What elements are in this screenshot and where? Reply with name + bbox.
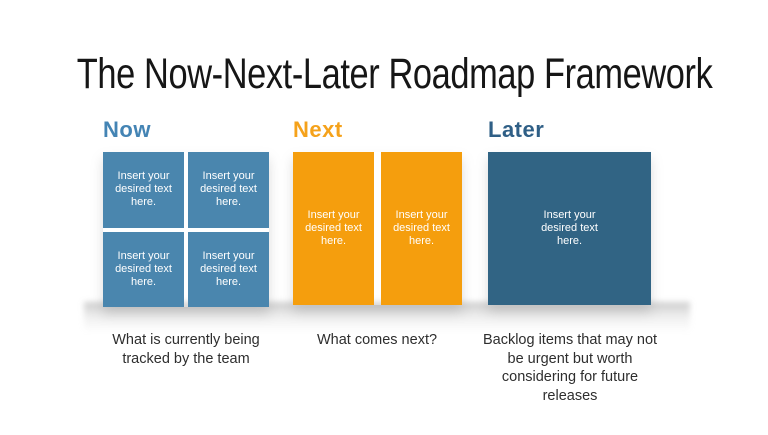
caption-line: Backlog items that may not [482, 332, 658, 348]
placeholder-line: here. [408, 235, 435, 247]
now-box-3: Insert your desired text here. [103, 231, 184, 307]
caption-now: What is currently being tracked by the t… [96, 331, 276, 368]
placeholder-line: Insert your [202, 249, 255, 262]
caption-next: What comes next? [287, 331, 467, 350]
caption-line: tracked by the team [122, 350, 250, 367]
placeholder-line: Insert your [395, 209, 448, 221]
placeholder-line: Insert your [117, 249, 170, 262]
placeholder-line: here. [130, 275, 157, 288]
placeholder-line: desired text [541, 222, 598, 234]
placeholder-line: here. [215, 275, 242, 288]
caption-line: What comes next? [316, 332, 438, 348]
caption-line: What is currently being [112, 332, 260, 348]
placeholder-line: here. [556, 235, 583, 247]
page-title: The Now-Next-Later Roadmap Framework [76, 50, 713, 98]
column-heading-now: Now [103, 117, 151, 142]
column-later: Later Insert your desired text here. [488, 118, 651, 305]
placeholder-line: desired text [393, 222, 450, 234]
now-box-2: Insert your desired text here. [188, 152, 269, 228]
placeholder-line: here. [320, 235, 347, 247]
next-panel-group: Insert your desired text here. Insert yo… [293, 152, 462, 305]
placeholder-line: desired text [305, 222, 362, 234]
drop-shadow-band [84, 302, 690, 332]
placeholder-line: here. [215, 196, 242, 209]
placeholder-line: desired text [115, 262, 172, 275]
placeholder-line: desired text [200, 183, 257, 196]
column-next: Next Insert your desired text here. Inse… [293, 118, 462, 305]
caption-line: considering for future [501, 369, 639, 385]
placeholder-line: Insert your [202, 170, 255, 183]
later-box-1: Insert your desired text here. [488, 152, 651, 305]
placeholder-line: Insert your [543, 209, 596, 221]
next-box-1: Insert your desired text here. [293, 152, 374, 305]
column-now: Now Insert your desired text here. Inser… [103, 118, 269, 307]
placeholder-line: desired text [200, 262, 257, 275]
caption-later: Backlog items that may not be urgent but… [474, 331, 666, 405]
later-panel: Insert your desired text here. [488, 152, 651, 305]
now-quadrant-grid: Insert your desired text here. Insert yo… [103, 152, 269, 307]
placeholder-line: Insert your [307, 209, 360, 221]
column-heading-next: Next [293, 117, 343, 142]
caption-line: releases [542, 387, 598, 404]
next-box-2: Insert your desired text here. [381, 152, 462, 305]
caption-line: be urgent but worth [507, 350, 633, 367]
column-heading-later: Later [488, 117, 545, 142]
placeholder-line: desired text [115, 183, 172, 196]
placeholder-line: Insert your [117, 170, 170, 183]
now-box-4: Insert your desired text here. [188, 231, 269, 307]
now-box-1: Insert your desired text here. [103, 152, 184, 228]
placeholder-line: here. [130, 196, 157, 209]
